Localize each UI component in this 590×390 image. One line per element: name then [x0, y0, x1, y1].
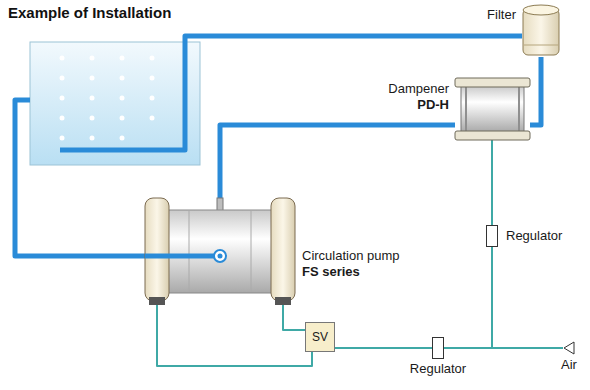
inlet-port — [214, 250, 226, 262]
diagram-title: Example of Installation — [8, 4, 171, 22]
pipe — [530, 57, 541, 125]
air-source: Air — [563, 341, 575, 355]
regulator-box — [433, 338, 444, 359]
air-line — [335, 347, 432, 349]
suction-pipe — [15, 100, 145, 256]
filter-unit-shape — [522, 3, 560, 57]
dampener-plate — [455, 78, 530, 87]
pump-foot — [275, 297, 291, 305]
part-label: PD-H — [417, 97, 449, 113]
part-label: Air — [561, 357, 577, 373]
pump-body — [165, 210, 275, 293]
water-bubbles — [60, 56, 155, 141]
inlet-pipe — [145, 254, 220, 259]
air-line — [157, 305, 312, 366]
filter-unit: Filter — [522, 3, 560, 57]
circulation-pump: Circulation pumpFS series — [145, 198, 295, 305]
regulator-symbol: Regulator — [432, 337, 444, 359]
air-line — [491, 140, 493, 225]
regulator-symbol-shape — [432, 337, 444, 359]
air-source-shape — [563, 341, 575, 355]
dampener-body — [461, 86, 524, 132]
pipe — [220, 125, 455, 198]
part-label: FS series — [302, 264, 360, 280]
body-rib — [251, 211, 252, 292]
body-rib — [189, 211, 190, 292]
regulator-symbol: Regulator — [486, 225, 498, 247]
valve-box — [306, 323, 335, 352]
return-pipe — [60, 36, 522, 150]
filter-seam — [524, 45, 558, 46]
pump-end-cap — [271, 198, 295, 301]
part-label: Filter — [487, 7, 516, 23]
part-label: Dampener — [388, 81, 449, 97]
filter-body — [523, 9, 559, 55]
dampener-unit: DampenerPD-H — [455, 78, 530, 140]
tank — [30, 42, 200, 165]
dampener-unit-shape — [455, 78, 530, 140]
part-label: Regulator — [506, 228, 562, 244]
pump-foot — [149, 297, 165, 305]
tie-rod — [518, 86, 520, 132]
part-label: Circulation pump — [302, 248, 400, 264]
box-label: SV — [312, 330, 328, 344]
air-inlet-symbol — [564, 342, 574, 354]
air-line — [283, 305, 305, 330]
part-label: Regulator — [410, 361, 466, 377]
filter-top — [523, 5, 559, 15]
solenoid-valve: SV — [305, 322, 335, 352]
inlet-dot — [218, 254, 223, 259]
air-line — [444, 347, 563, 349]
pump-end-cap — [145, 198, 169, 301]
dampener-plate — [455, 131, 530, 140]
regulator-symbol-shape — [486, 225, 498, 247]
circulation-pump-shape — [145, 198, 295, 305]
tie-rod — [465, 86, 467, 132]
regulator-box — [487, 226, 498, 247]
air-line — [492, 247, 563, 348]
